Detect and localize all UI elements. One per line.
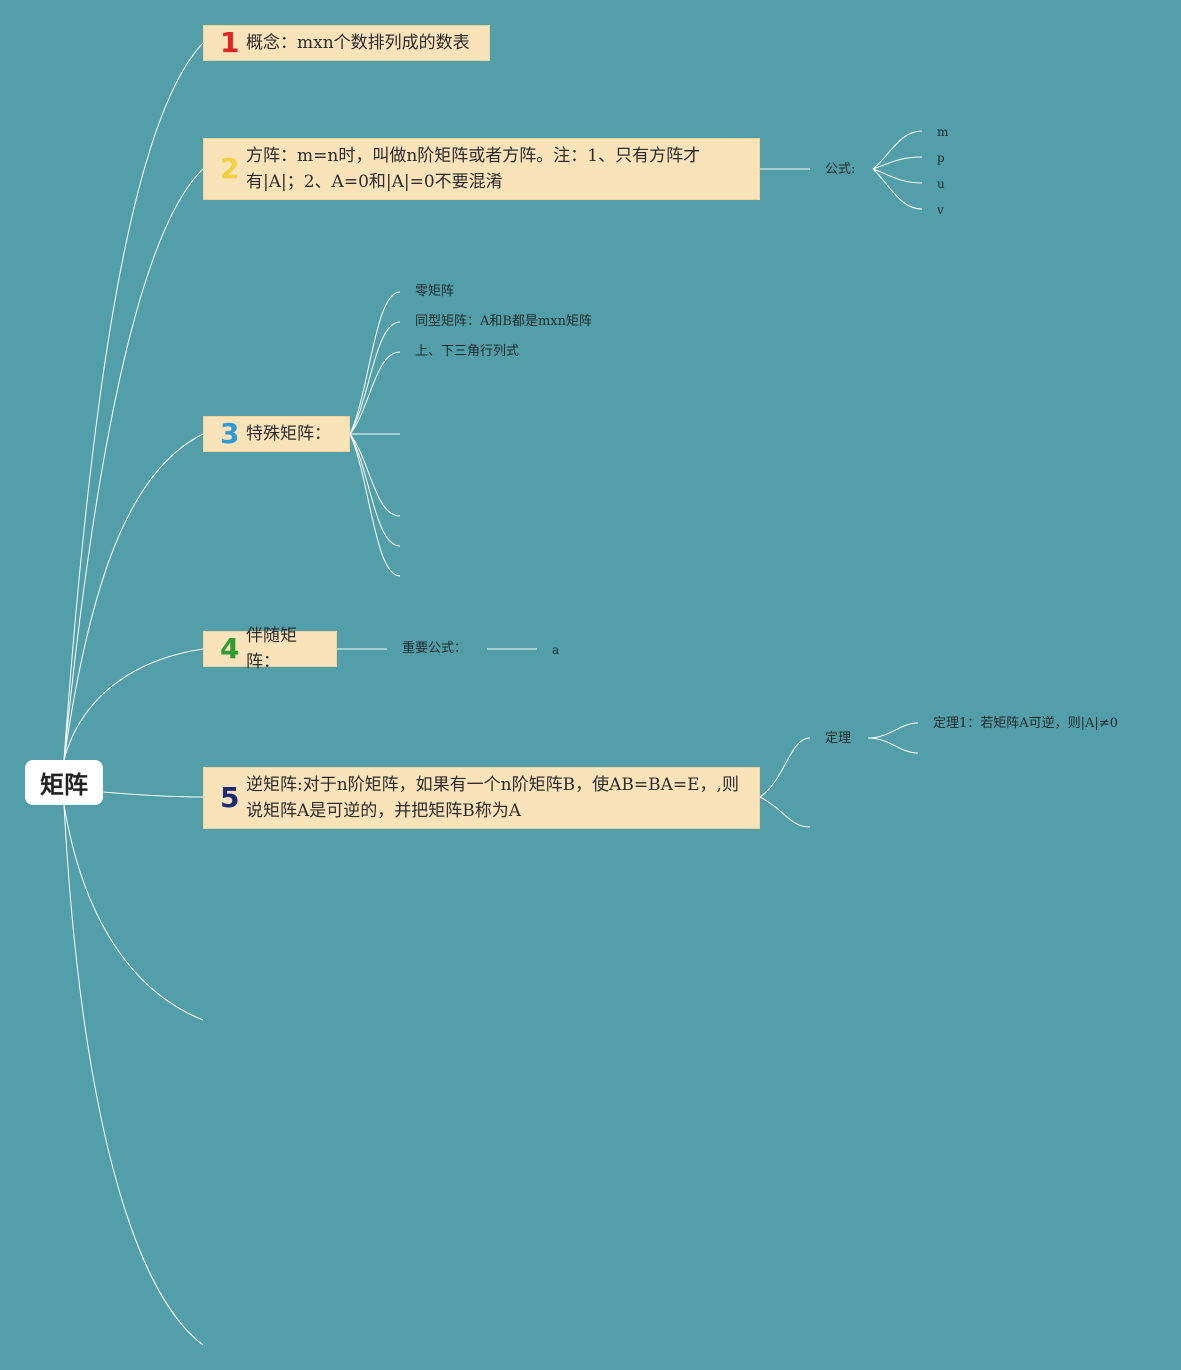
special-item-triangular[interactable]: 上、下三角行列式 — [415, 344, 520, 359]
link-theorem-1 — [867, 722, 919, 739]
root-node[interactable]: 矩阵 — [25, 760, 103, 805]
theorem-label[interactable]: 定理 — [825, 731, 852, 746]
adjoint-formula-item[interactable]: a — [552, 643, 560, 657]
topic-number-5: 5 — [220, 781, 240, 814]
topic-number-4: 4 — [220, 632, 240, 665]
topic-concept[interactable]: 1 概念：mxn个数排列成的数表 — [203, 25, 490, 61]
link-formula-p — [872, 156, 923, 170]
adjoint-formula-label[interactable]: 重要公式： — [402, 641, 468, 656]
theorem-item-1[interactable]: 定理1：若矩阵A可逆，则|A|≠0 — [933, 716, 1118, 731]
link-special-triangular — [349, 351, 401, 435]
link-theorem-empty — [867, 737, 919, 754]
topic-text: 方阵：m=n时，叫做n阶矩阵或者方阵。注：1、只有方阵才有|A|；2、A=0和|… — [246, 146, 701, 192]
formula-item-v[interactable]: v — [937, 203, 944, 217]
formula-item-m[interactable]: m — [937, 125, 949, 139]
link-special-same-type — [349, 321, 401, 435]
topic-number-3: 3 — [220, 417, 240, 450]
link-root-empty-6 — [63, 804, 204, 1021]
root-label: 矩阵 — [40, 771, 88, 799]
link-special-zero — [349, 291, 401, 435]
topic-text: 特殊矩阵： — [246, 424, 331, 444]
link-special-empty-7 — [349, 433, 401, 577]
link-root-topic-3 — [63, 433, 204, 761]
link-formula-u — [872, 168, 923, 184]
link-root-topic-4 — [63, 648, 204, 761]
formula-item-u[interactable]: u — [937, 177, 945, 191]
topic-number-2: 2 — [220, 152, 240, 185]
link-special-empty-6 — [349, 433, 401, 547]
topic-square-matrix[interactable]: 2 方阵：m=n时，叫做n阶矩阵或者方阵。注：1、只有方阵才有|A|；2、A=0… — [203, 138, 760, 200]
topic-special-matrix[interactable]: 3 特殊矩阵： — [203, 416, 350, 452]
special-item-zero-matrix[interactable]: 零矩阵 — [415, 284, 455, 299]
link-formula-v — [872, 168, 923, 210]
topic-text: 伴随矩阵： — [246, 626, 297, 672]
special-item-same-type[interactable]: 同型矩阵：A和B都是mxn矩阵 — [415, 314, 592, 329]
link-root-topic-1 — [63, 42, 204, 761]
link-root-topic-5 — [102, 791, 204, 798]
link-inverse-empty — [759, 796, 811, 828]
link-inverse-theorem — [759, 737, 811, 798]
formula-item-p[interactable]: p — [937, 151, 945, 165]
topic-text: 逆矩阵:对于n阶矩阵，如果有一个n阶矩阵B，使AB=BA=E，,则说矩阵A是可逆… — [246, 775, 739, 821]
topic-inverse-matrix[interactable]: 5 逆矩阵:对于n阶矩阵，如果有一个n阶矩阵B，使AB=BA=E，,则说矩阵A是… — [203, 767, 760, 829]
link-formula-m — [872, 130, 923, 170]
topic-text: 概念：mxn个数排列成的数表 — [246, 33, 470, 53]
link-special-empty-5 — [349, 433, 401, 517]
topic-number-1: 1 — [220, 26, 240, 59]
link-root-empty-7 — [63, 804, 204, 1346]
formula-label[interactable]: 公式: — [825, 162, 856, 177]
link-root-topic-2 — [63, 168, 204, 761]
topic-adjoint-matrix[interactable]: 4 伴随矩阵： — [203, 626, 337, 672]
